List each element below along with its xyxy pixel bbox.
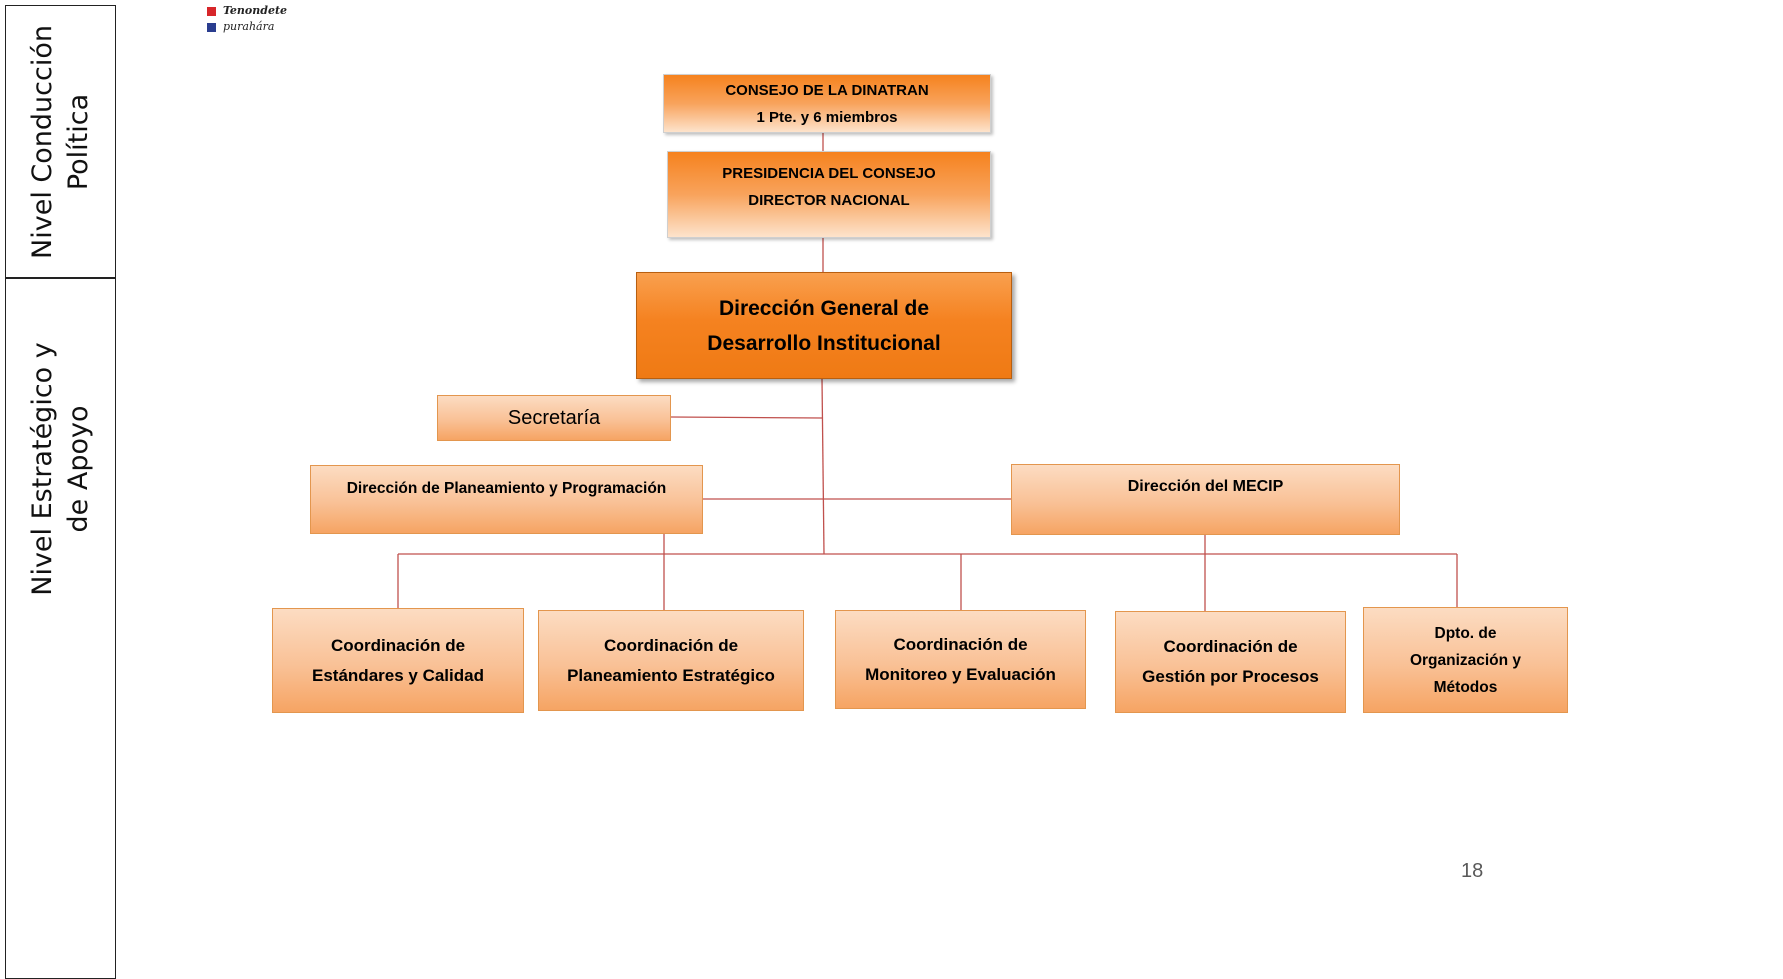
coord-estandares-line-2: Estándares y Calidad bbox=[312, 665, 484, 685]
logo: Tenondete purahára bbox=[207, 3, 287, 35]
dpto-organizacion-line-1: Dpto. de bbox=[1434, 624, 1497, 642]
box-coord-planeamiento: Coordinación de Planeamiento Estratégico bbox=[538, 610, 804, 711]
secretaria-label: Secretaría bbox=[507, 406, 601, 429]
red-square-icon bbox=[207, 6, 216, 16]
direccion-general-line-2: Desarrollo Institucional bbox=[707, 331, 941, 355]
direccion-planeamiento-label: Dirección de Planeamiento y Programación bbox=[346, 480, 667, 497]
coord-planeamiento-line-2: Planeamiento Estratégico bbox=[567, 665, 775, 685]
connector-secretaria bbox=[670, 416, 823, 419]
box-direccion-mecip: Dirección del MECIP bbox=[1011, 464, 1400, 535]
consejo-title: CONSEJO DE LA DINATRAN bbox=[725, 81, 929, 99]
connector-main-vertical bbox=[821, 378, 825, 555]
dpto-organizacion-line-3: Métodos bbox=[1433, 678, 1498, 696]
page-number: 18 bbox=[1461, 860, 1484, 882]
consejo-subtitle: 1 Pte. y 6 miembros bbox=[756, 108, 898, 126]
box-coord-monitoreo: Coordinación de Monitoreo y Evaluación bbox=[835, 610, 1086, 709]
coord-gestion-line-1: Coordinación de bbox=[1163, 637, 1298, 656]
box-presidencia-consejo: PRESIDENCIA DEL CONSEJO DIRECTOR NACIONA… bbox=[667, 151, 991, 238]
box-coord-estandares: Coordinación de Estándares y Calidad bbox=[272, 608, 524, 713]
direccion-general-line-1: Dirección General de bbox=[718, 296, 930, 320]
coord-estandares-line-1: Coordinación de bbox=[330, 635, 466, 655]
coord-monitoreo-line-2: Monitoreo y Evaluación bbox=[865, 664, 1056, 684]
blue-square-icon bbox=[207, 22, 216, 32]
logo-line-1: Tenondete bbox=[223, 4, 288, 17]
box-secretaria: Secretaría bbox=[437, 395, 671, 441]
direccion-mecip-label: Dirección del MECIP bbox=[1127, 478, 1284, 495]
logo-line-2: purahára bbox=[223, 20, 275, 33]
coord-planeamiento-line-1: Coordinación de bbox=[603, 635, 739, 655]
box-consejo-dinatran: CONSEJO DE LA DINATRAN 1 Pte. y 6 miembr… bbox=[663, 74, 991, 133]
box-direccion-planeamiento: Dirección de Planeamiento y Programación bbox=[310, 465, 703, 534]
coord-gestion-line-2: Gestión por Procesos bbox=[1142, 667, 1319, 686]
coord-monitoreo-line-1: Coordinación de bbox=[893, 634, 1028, 654]
presidencia-title: PRESIDENCIA DEL CONSEJO bbox=[722, 165, 936, 182]
level-conduccion-politica: Nivel Conducción Política bbox=[5, 5, 116, 278]
level-estrategico-apoyo: Nivel Estratégico y de Apoyo bbox=[5, 278, 116, 979]
presidencia-subtitle: DIRECTOR NACIONAL bbox=[748, 192, 910, 209]
box-dpto-organizacion: Dpto. de Organización y Métodos bbox=[1363, 607, 1568, 713]
box-direccion-general: Dirección General de Desarrollo Instituc… bbox=[636, 272, 1012, 379]
dpto-organizacion-line-2: Organización y bbox=[1409, 651, 1522, 669]
box-coord-gestion: Coordinación de Gestión por Procesos bbox=[1115, 611, 1346, 713]
